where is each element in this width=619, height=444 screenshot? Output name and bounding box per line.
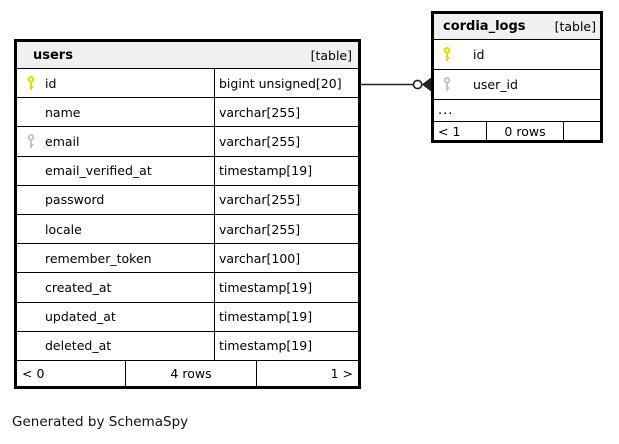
table-row: remember_token varchar[100] xyxy=(17,243,358,273)
key-icon xyxy=(27,105,45,120)
table-row: deleted_at timestamp[19] xyxy=(17,330,358,361)
pager-right xyxy=(564,122,600,140)
primary-key-icon xyxy=(27,75,45,91)
cordia-logs-table[interactable]: cordia_logs [table] id user_id ... < 1 0… xyxy=(431,11,603,143)
column-type: varchar[255] xyxy=(214,215,358,244)
key-icon xyxy=(27,163,45,178)
cordia-logs-columns: id user_id ... xyxy=(434,40,600,121)
column-name: email xyxy=(45,134,80,149)
column-type: varchar[100] xyxy=(214,244,358,273)
column-type: timestamp[19] xyxy=(214,273,358,302)
table-row: id xyxy=(434,40,600,69)
index-key-icon xyxy=(27,134,45,149)
column-name: id xyxy=(473,47,485,62)
column-name: remember_token xyxy=(45,250,152,266)
column-name: email_verified_at xyxy=(45,163,152,179)
column-name: deleted_at xyxy=(45,338,112,354)
table-row: id bigint unsigned[20] xyxy=(17,69,358,98)
pager-right: 1 > xyxy=(330,366,353,381)
key-icon xyxy=(27,192,45,207)
table-name: cordia_logs xyxy=(443,19,526,34)
key-icon xyxy=(27,251,45,266)
table-header[interactable]: users [table] xyxy=(17,42,358,69)
cordia-logs-table-footer: < 1 0 rows xyxy=(434,121,600,140)
primary-key-icon xyxy=(443,47,473,62)
table-type-badge: [table] xyxy=(310,47,352,63)
table-row: created_at timestamp[19] xyxy=(17,272,358,302)
column-type: varchar[255] xyxy=(214,185,358,215)
table-row: user_id xyxy=(434,69,600,99)
generated-by-note: Generated by SchemaSpy xyxy=(12,414,189,430)
table-row: email_verified_at timestamp[19] xyxy=(17,155,358,185)
index-key-icon xyxy=(443,77,473,92)
key-icon xyxy=(27,222,45,237)
column-name: updated_at xyxy=(45,309,116,325)
hidden-columns-ellipsis: ... xyxy=(434,99,600,121)
column-name: created_at xyxy=(45,280,112,296)
table-name: users xyxy=(33,47,73,63)
column-type: timestamp[19] xyxy=(214,156,358,185)
table-type-badge: [table] xyxy=(554,19,596,34)
users-table[interactable]: users [table] id bigint unsigned[20] nam… xyxy=(14,39,361,389)
key-icon xyxy=(27,280,45,295)
column-type: varchar[255] xyxy=(214,127,358,156)
column-name: id xyxy=(45,75,57,91)
column-type: timestamp[19] xyxy=(214,302,358,331)
table-row: email varchar[255] xyxy=(17,126,358,156)
row-count: 0 rows xyxy=(486,122,564,140)
column-name: password xyxy=(45,192,105,208)
table-row: locale varchar[255] xyxy=(17,214,358,244)
table-row: name varchar[255] xyxy=(17,97,358,127)
users-columns: id bigint unsigned[20] name varchar[255]… xyxy=(17,69,358,361)
column-type: varchar[255] xyxy=(214,98,358,127)
column-name: user_id xyxy=(473,77,518,92)
column-type: bigint unsigned[20] xyxy=(214,69,358,98)
users-table-footer: < 0 4 rows 1 > xyxy=(17,360,358,386)
table-header[interactable]: cordia_logs [table] xyxy=(434,14,600,40)
pager-left: < 0 xyxy=(22,366,45,381)
key-icon xyxy=(27,309,45,324)
key-icon xyxy=(27,338,45,353)
table-row: password varchar[255] xyxy=(17,184,358,215)
table-row: updated_at timestamp[19] xyxy=(17,301,358,331)
column-name: name xyxy=(45,104,81,120)
pager-left: < 1 xyxy=(438,123,461,139)
row-count: 4 rows xyxy=(125,361,257,386)
column-name: locale xyxy=(45,221,82,237)
column-type: timestamp[19] xyxy=(214,331,358,361)
